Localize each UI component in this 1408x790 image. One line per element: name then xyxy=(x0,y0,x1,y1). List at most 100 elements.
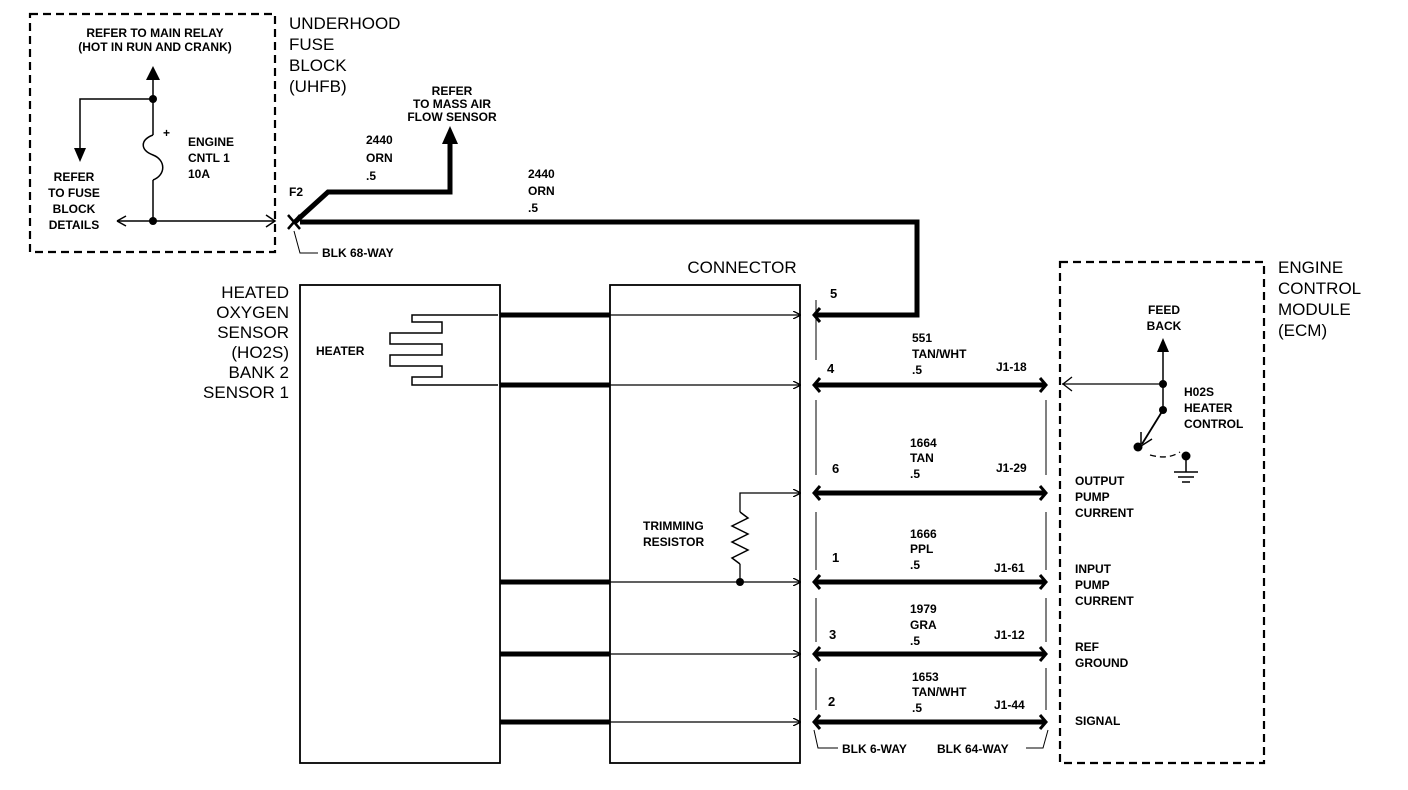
circuit-gauge: .5 xyxy=(912,363,922,377)
sensor-title-line: OXYGEN xyxy=(216,303,289,322)
feedback-label: FEED BACK xyxy=(1147,303,1182,333)
sensor-wires xyxy=(500,315,800,722)
circuit-color: PPL xyxy=(910,542,933,556)
ecm-title-line: CONTROL xyxy=(1278,279,1361,298)
circuit-color: TAN/WHT xyxy=(912,347,967,361)
fuse-terminal-label: F2 xyxy=(289,185,303,199)
maf-ref-line: REFER xyxy=(432,84,473,98)
fuse-block-title-line: (UHFB) xyxy=(289,77,347,96)
heater-control-line: H02S xyxy=(1184,385,1214,399)
pin-number: 4 xyxy=(827,361,835,376)
circuit-gauge: .5 xyxy=(912,701,922,715)
switch-arm xyxy=(1141,409,1164,445)
ecm-title-line: MODULE xyxy=(1278,300,1351,319)
circuit-color: TAN/WHT xyxy=(912,685,967,699)
fuse-block-title-line: UNDERHOOD xyxy=(289,14,400,33)
feed-wire-label: 2440 ORN .5 xyxy=(366,133,393,183)
output-pump-line: CURRENT xyxy=(1075,506,1134,520)
ecm-pin: J1-44 xyxy=(994,698,1025,712)
input-pump-label: INPUT PUMP CURRENT xyxy=(1075,562,1134,608)
fuse-block-title: UNDERHOOD FUSE BLOCK (UHFB) xyxy=(289,14,400,96)
circuit-label: 4 551 TAN/WHT .5 J1-18 xyxy=(827,331,1027,377)
splice-dot xyxy=(736,578,744,586)
blk-6way-leader xyxy=(813,729,838,749)
heater-control-line: CONTROL xyxy=(1184,417,1243,431)
ecm-title-line: (ECM) xyxy=(1278,321,1327,340)
signal-label: SIGNAL xyxy=(1075,714,1120,728)
ecm-pin: J1-18 xyxy=(996,360,1027,374)
main-relay-ref-line: REFER TO MAIN RELAY xyxy=(86,26,223,40)
ecm-title: ENGINE CONTROL MODULE (ECM) xyxy=(1278,258,1361,340)
fuse-block-title-line: FUSE xyxy=(289,35,334,54)
fuse-block-ref-line: DETAILS xyxy=(49,218,99,232)
terminal-arrow-icon xyxy=(265,214,277,228)
connector-title: CONNECTOR xyxy=(687,258,796,277)
input-pump-line: INPUT xyxy=(1075,562,1112,576)
sensor-title-line: (HO2S) xyxy=(231,343,289,362)
ref-ground-label: REF GROUND xyxy=(1075,640,1129,670)
circuit-number: 1979 xyxy=(910,602,937,616)
sensor-title-line: SENSOR xyxy=(217,323,289,342)
heater-control-label: H02S HEATER CONTROL xyxy=(1184,385,1243,431)
circuit-label: 6 1664 TAN .5 J1-29 xyxy=(832,436,1027,481)
trimming-resistor-line: RESISTOR xyxy=(643,535,704,549)
input-pump-line: CURRENT xyxy=(1075,594,1134,608)
feed-wire-circuit: 2440 xyxy=(528,167,555,181)
pin-number: 1 xyxy=(832,550,839,565)
up-arrow-icon xyxy=(146,66,160,80)
fuse-label: ENGINE CNTL 1 10A xyxy=(188,135,234,181)
circuit-number: 1666 xyxy=(910,527,937,541)
circuit-number: 1653 xyxy=(912,670,939,684)
blk-68way-leader xyxy=(293,230,318,254)
sensor-title-line: BANK 2 xyxy=(229,363,289,382)
fuse-block-ref-line: TO FUSE xyxy=(48,186,100,200)
heater-label: HEATER xyxy=(316,344,365,358)
output-pump-line: PUMP xyxy=(1075,490,1110,504)
left-arrow-icon xyxy=(116,215,127,227)
circuit-color: GRA xyxy=(910,618,937,632)
connector-cavities xyxy=(815,300,1047,710)
maf-ref-line: TO MASS AIR xyxy=(413,97,491,111)
circuit-label: 2 1653 TAN/WHT .5 J1-44 xyxy=(828,670,1025,715)
input-arrow-icon xyxy=(1061,376,1073,392)
ecm-box xyxy=(1058,260,1266,765)
terminal-chevrons xyxy=(812,307,1048,730)
pin-number: 2 xyxy=(828,694,835,709)
ecm-pin: J1-12 xyxy=(994,628,1025,642)
main-relay-ref: REFER TO MAIN RELAY (HOT IN RUN AND CRAN… xyxy=(78,26,232,54)
circuit-number: 551 xyxy=(912,331,932,345)
fuse-label-line: 10A xyxy=(188,167,210,181)
main-relay-ref-line: (HOT IN RUN AND CRANK) xyxy=(78,40,232,54)
feed-wire-circuit: 2440 xyxy=(366,133,393,147)
output-pump-line: OUTPUT xyxy=(1075,474,1125,488)
blk-64way-leader xyxy=(1026,729,1049,749)
ecm-pin: J1-61 xyxy=(994,561,1025,575)
fuse-label-line: CNTL 1 xyxy=(188,151,230,165)
up-arrow-icon xyxy=(1157,338,1169,352)
up-arrow-icon xyxy=(442,126,458,144)
ground-icon xyxy=(1174,471,1198,483)
feed-wire-color: ORN xyxy=(528,184,555,198)
fuse-icon xyxy=(142,134,164,181)
fuse-block-title-line: BLOCK xyxy=(289,56,347,75)
fuse-block-ref-line: BLOCK xyxy=(53,202,96,216)
circuit-number: 1664 xyxy=(910,436,937,450)
heater-element-icon xyxy=(389,314,498,386)
feed-wire-label: 2440 ORN .5 xyxy=(528,167,555,215)
maf-ref: REFER TO MASS AIR FLOW SENSOR xyxy=(407,84,497,124)
circuit-label: 3 1979 GRA .5 J1-12 xyxy=(829,602,1025,648)
sensor-box xyxy=(299,284,501,764)
sensor-title: HEATED OXYGEN SENSOR (HO2S) BANK 2 SENSO… xyxy=(203,283,289,402)
feed-wire-color: ORN xyxy=(366,151,393,165)
feed-wire-gauge: .5 xyxy=(528,201,538,215)
heater-control-line: HEATER xyxy=(1184,401,1233,415)
fuse-plus-sign: + xyxy=(163,126,170,140)
pin-number: 3 xyxy=(829,627,836,642)
trimming-resistor-icon xyxy=(730,511,750,565)
down-arrow-icon xyxy=(74,148,86,162)
switch-contact xyxy=(1133,442,1143,452)
ref-ground-line: GROUND xyxy=(1075,656,1129,670)
blk-68way-label: BLK 68-WAY xyxy=(322,246,394,260)
trimming-resistor-label: TRIMMING RESISTOR xyxy=(643,519,704,549)
